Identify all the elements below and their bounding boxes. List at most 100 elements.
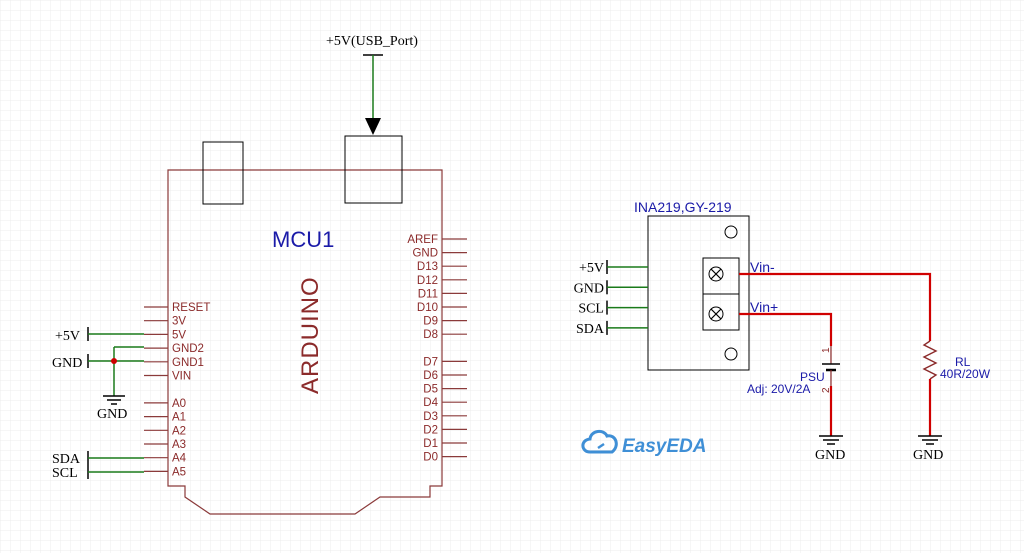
ina219-outline xyxy=(647,215,750,371)
arduino-pin-d1[interactable]: D1 xyxy=(423,438,467,450)
pin-label: A4 xyxy=(172,453,187,465)
arduino-pin-a0[interactable]: A0 xyxy=(144,398,186,410)
mcu-sda-label: SDA xyxy=(52,452,81,467)
arduino-outline xyxy=(167,169,443,515)
power-jack-icon xyxy=(202,141,244,205)
load-name: RL xyxy=(955,355,971,369)
arduino-pin-d7[interactable]: D7 xyxy=(423,356,467,368)
arduino-mcu[interactable]: MCU1 ARDUINO RESET3V5VGND2GND1VINA0A1A2A… xyxy=(144,135,467,515)
usb-power-label: +5V(USB_Port) xyxy=(326,34,418,49)
arduino-pin-d9[interactable]: D9 xyxy=(423,316,467,328)
arduino-pin-vin[interactable]: VIN xyxy=(144,371,191,383)
ina219-pin-label: GND xyxy=(574,281,604,296)
arduino-pin-d10[interactable]: D10 xyxy=(417,302,467,314)
arduino-pin-a5[interactable]: A5 xyxy=(144,466,186,478)
load-value: 40R/20W xyxy=(940,367,991,381)
pin-label: A5 xyxy=(172,466,186,478)
arduino-pin-d5[interactable]: D5 xyxy=(423,384,467,396)
pin-label: D12 xyxy=(417,275,438,287)
pin-label: D8 xyxy=(423,329,438,341)
ina219-pin-gnd[interactable]: GND xyxy=(574,280,648,296)
arduino-pin-d8[interactable]: D8 xyxy=(423,329,467,341)
arduino-pin-aref[interactable]: AREF xyxy=(407,234,467,246)
screw-terminal-icon xyxy=(708,266,724,282)
arduino-pin-gnd[interactable]: GND xyxy=(412,248,467,260)
arduino-pin-d2[interactable]: D2 xyxy=(423,424,467,436)
mcu-5v-net[interactable]: +5V xyxy=(55,327,144,344)
arduino-pin-3v[interactable]: 3V xyxy=(144,316,186,328)
logo-text: EasyEDA xyxy=(622,436,707,457)
pin-label: AREF xyxy=(407,234,438,246)
arduino-pin-5v[interactable]: 5V xyxy=(144,329,186,341)
pin-label: D11 xyxy=(418,288,438,300)
arduino-pin-a4[interactable]: A4 xyxy=(144,453,187,465)
usb-power-net[interactable]: +5V(USB_Port) xyxy=(326,34,418,135)
mounting-hole-icon xyxy=(724,225,738,239)
pin-label: 5V xyxy=(172,329,186,341)
pin-label: D2 xyxy=(423,424,438,436)
pin-label: D6 xyxy=(423,370,438,382)
junction-dot xyxy=(111,358,117,364)
ina219-pin-scl[interactable]: SCL xyxy=(578,300,648,317)
ina219-pin-5v[interactable]: +5V xyxy=(579,260,648,276)
usb-arrow-icon xyxy=(365,118,381,135)
arduino-pin-d13[interactable]: D13 xyxy=(417,261,467,273)
ina219-pins: +5V GND SCL SDA xyxy=(574,260,648,337)
vin-minus-wire[interactable] xyxy=(739,272,932,341)
pin-label: GND2 xyxy=(172,343,204,355)
mcu-gnd-net[interactable]: GND GND xyxy=(52,346,144,422)
vin-minus-label: Vin- xyxy=(750,259,775,275)
pin-label: D7 xyxy=(423,356,438,368)
psu-ground-label: GND xyxy=(815,448,845,463)
mcu-sda-net[interactable]: SDA xyxy=(52,451,144,467)
mcu-scl-net[interactable]: SCL xyxy=(52,465,144,481)
vin-plus-wire[interactable] xyxy=(739,312,833,346)
mcu-ground-symbol-label: GND xyxy=(97,407,127,422)
psu-pin2-label: 2 xyxy=(821,387,832,393)
arduino-pin-d11[interactable]: D11 xyxy=(418,288,467,300)
pin-label: D1 xyxy=(423,438,438,450)
easyeda-logo: EasyEDA xyxy=(581,430,707,457)
pin-label: A2 xyxy=(172,425,186,437)
resistor-icon xyxy=(922,340,938,380)
ina219-pin-sda[interactable]: SDA xyxy=(576,320,648,337)
pin-label: GND1 xyxy=(172,357,204,369)
pin-label: D10 xyxy=(417,302,438,314)
ina219-pin-label: SCL xyxy=(578,302,604,317)
arduino-pin-a2[interactable]: A2 xyxy=(144,425,186,437)
arduino-pin-a1[interactable]: A1 xyxy=(144,412,186,424)
mcu-designator: MCU1 xyxy=(272,227,334,252)
arduino-pin-a3[interactable]: A3 xyxy=(144,439,186,451)
ina219-pin-label: SDA xyxy=(576,322,605,337)
psu-battery[interactable]: 1 2 PSU Adj: 20V/2A GND xyxy=(747,346,845,463)
arduino-pin-reset[interactable]: RESET xyxy=(144,302,210,314)
arduino-pin-d6[interactable]: D6 xyxy=(423,370,467,382)
pin-label: 3V xyxy=(172,316,186,328)
arduino-pin-d12[interactable]: D12 xyxy=(417,275,467,287)
load-resistor[interactable]: RL 40R/20W GND xyxy=(913,340,991,463)
pin-label: A1 xyxy=(172,412,186,424)
ina219-pin-label: +5V xyxy=(579,261,604,276)
pin-label: A3 xyxy=(172,439,186,451)
arduino-pin-d3[interactable]: D3 xyxy=(423,411,467,423)
arduino-pin-gnd2[interactable]: GND2 xyxy=(144,343,204,355)
arduino-pin-d0[interactable]: D0 xyxy=(423,452,467,464)
mcu-5v-label: +5V xyxy=(55,329,80,344)
vin-plus-label: Vin+ xyxy=(750,299,778,315)
pin-label: D3 xyxy=(423,411,438,423)
arduino-pin-d4[interactable]: D4 xyxy=(423,397,467,409)
pin-label: GND xyxy=(412,248,438,260)
psu-spec: Adj: 20V/2A xyxy=(747,382,810,396)
psu-name: PSU xyxy=(800,370,825,384)
mcu-scl-label: SCL xyxy=(52,466,78,481)
load-ground-label: GND xyxy=(913,448,943,463)
mounting-hole-icon xyxy=(724,347,738,361)
pin-label: VIN xyxy=(172,371,191,383)
pin-label: D13 xyxy=(417,261,438,273)
cloud-icon xyxy=(581,430,618,454)
arduino-pin-gnd1[interactable]: GND1 xyxy=(144,357,204,369)
